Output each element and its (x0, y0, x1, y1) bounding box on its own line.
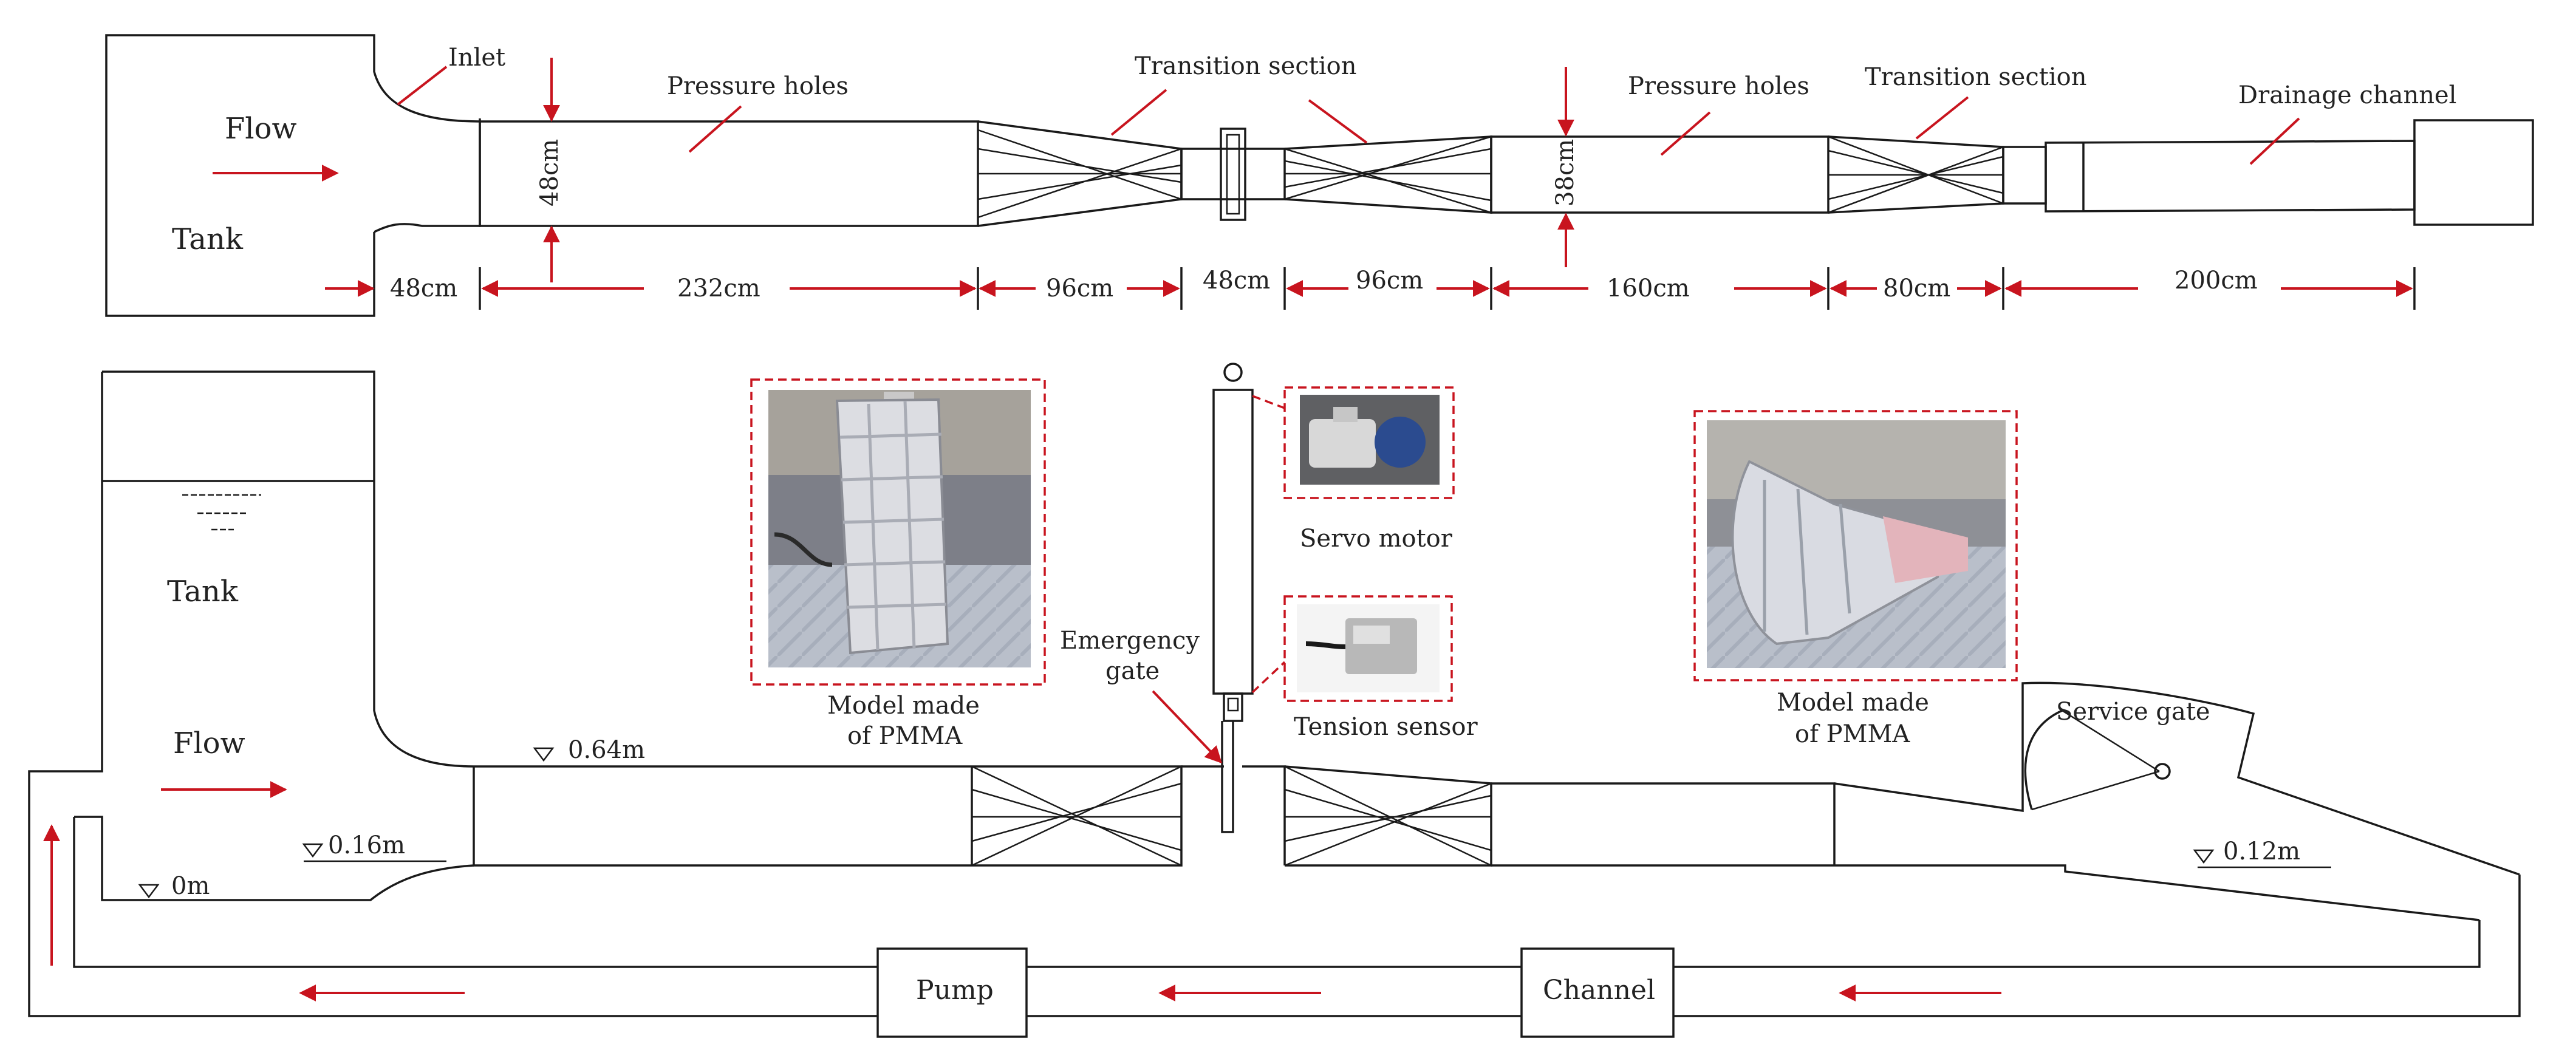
plan-outlet-box (2413, 119, 2534, 226)
plan-tank-outline (105, 34, 481, 317)
pmma-caption-2-line1: Model made (1777, 689, 1929, 717)
plan-dim-7: 80cm (1883, 275, 1950, 302)
plan-width-upstream: 48cm (536, 139, 564, 206)
plan-dim-2: 232cm (677, 275, 760, 302)
plan-view: Flow Tank Inlet 48cm Pressure holes Tran… (105, 34, 2534, 317)
svg-text:0.12m: 0.12m (2223, 838, 2300, 865)
plan-section-downstream (1490, 135, 1830, 214)
plan-pressure-holes-1: Pressure holes (667, 72, 849, 100)
emergency-gate-label-1: Emergency (1060, 627, 1200, 655)
level-marker-0: 0m (138, 872, 210, 900)
pmma-caption-1-line1: Model made (827, 692, 980, 720)
svg-text:0.64m: 0.64m (568, 736, 645, 764)
plan-dim-3: 96cm (1046, 275, 1113, 302)
level-marker-016: 0.16m (302, 831, 446, 862)
pmma-caption-2-line2: of PMMA (1795, 720, 1910, 748)
pump-box (876, 947, 1028, 1038)
tension-sensor-photo (1251, 595, 1453, 702)
elevation-water-surface (182, 494, 261, 531)
elevation-flow-label: Flow (173, 726, 245, 760)
plan-width-downstream: 38cm (1551, 139, 1579, 206)
svg-text:0.16m: 0.16m (328, 831, 405, 859)
elevation-view: Tank Flow 0.64m 0.16m 0m 0.12m (28, 363, 2521, 1038)
channel-box (1520, 947, 1675, 1038)
elevation-tank-outline (102, 370, 474, 768)
level-marker-012: 0.12m (2193, 838, 2331, 868)
plan-dimension-line: 48cm 232cm 96cm 48cm 96cm 160cm 80cm 200… (325, 267, 2416, 310)
plan-transition-1-hatch (977, 120, 1182, 227)
plan-transition-label-2: Transition section (1865, 63, 2086, 91)
elevation-inner-loop (73, 817, 2481, 968)
channel-label: Channel (1543, 975, 1655, 1006)
emergency-gate-shaft (1212, 363, 1254, 833)
plan-inlet-label: Inlet (448, 44, 505, 72)
pmma-model-photo-1 (750, 378, 1046, 686)
plan-transition-2-hatch (1284, 135, 1492, 214)
plan-flow-label: Flow (225, 112, 297, 146)
plan-dim-6: 160cm (1607, 275, 1690, 302)
elevation-transition-2-hatch (1284, 765, 1492, 867)
emergency-gate-label-2: gate (1105, 657, 1160, 685)
tension-sensor-label: Tension sensor (1294, 713, 1478, 741)
plan-drainage-label: Drainage channel (2238, 81, 2456, 109)
plan-dim-4: 48cm (1203, 267, 1270, 295)
service-gate (2024, 709, 2171, 811)
plan-flange (1220, 128, 1246, 221)
pmma-caption-1-line2: of PMMA (847, 722, 963, 750)
elevation-outer-loop (28, 372, 2521, 1017)
elevation-tank-label: Tank (167, 575, 239, 609)
plan-dim-8: 200cm (2175, 267, 2258, 295)
pmma-model-photo-2 (1693, 410, 2018, 681)
servo-motor-photo (1252, 386, 1455, 499)
level-marker-064: 0.64m (533, 736, 645, 764)
service-gate-label: Service gate (2056, 698, 2210, 726)
plan-transition-label-1: Transition section (1135, 52, 1356, 80)
plan-transition-3-hatch (1828, 135, 2004, 214)
elevation-downstream-section (1491, 782, 1836, 867)
plan-tank-label: Tank (172, 222, 244, 256)
elevation-service-gate-housing (1834, 681, 2520, 876)
plan-transition-2 (1284, 135, 1492, 214)
plan-mid-section (1180, 148, 1286, 200)
plan-dim-1: 48cm (390, 275, 457, 302)
plan-pressure-holes-2: Pressure holes (1628, 72, 1809, 100)
pump-label: Pump (916, 975, 994, 1006)
elevation-transition-1-hatch (971, 765, 1182, 867)
plan-dim-5: 96cm (1356, 267, 1423, 295)
servo-motor-label: Servo motor (1300, 525, 1453, 553)
svg-text:0m: 0m (171, 872, 210, 900)
elevation-main-channel (473, 765, 1183, 867)
plan-drainage-channel (2045, 140, 2416, 213)
